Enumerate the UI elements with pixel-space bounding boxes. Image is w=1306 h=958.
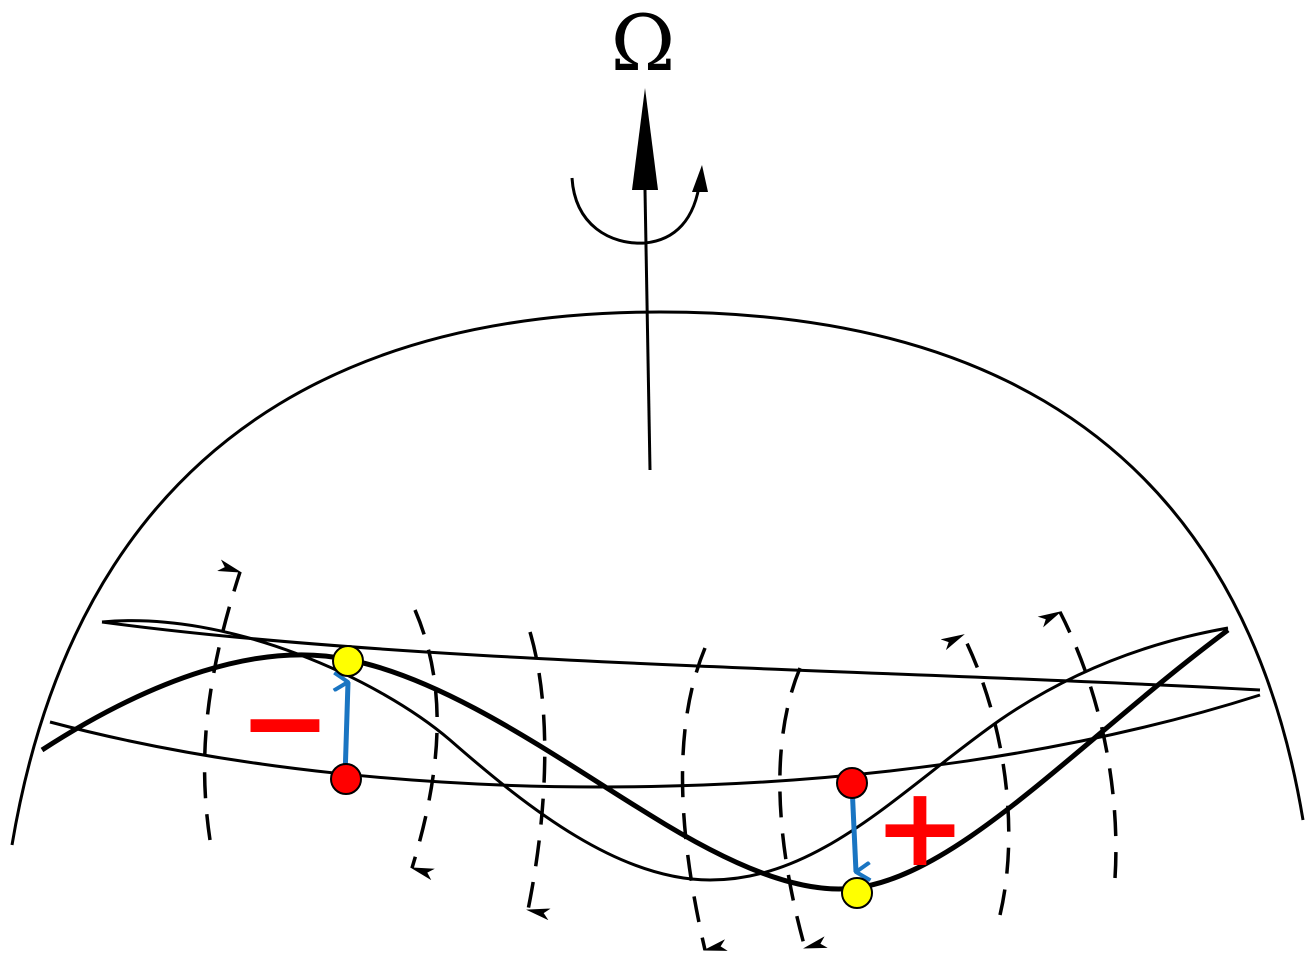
earth-outline [12,312,1303,845]
circulation-arrow-1 [205,572,240,840]
circulation-arrow-2 [412,610,437,868]
circulation-arrow-5 [780,668,805,948]
rotation-axis-arrowhead [632,88,658,190]
negative-sign-label: − [239,658,331,786]
circulation-arrow-3 [528,632,545,910]
wave-curve-thick [42,630,1228,889]
positive-sign-label: + [874,763,966,891]
omega-label: Ω [611,0,676,89]
parcel-start-left [331,764,361,794]
rotation-axis [645,190,650,470]
rotation-sense-arrowhead-icon [692,165,708,192]
parcel-start-right [837,768,867,798]
latitude-circle-lower [50,695,1260,787]
circulation-arrow-4 [683,648,706,950]
parcel-end-right [842,878,872,908]
parcel-end-left [333,646,363,676]
